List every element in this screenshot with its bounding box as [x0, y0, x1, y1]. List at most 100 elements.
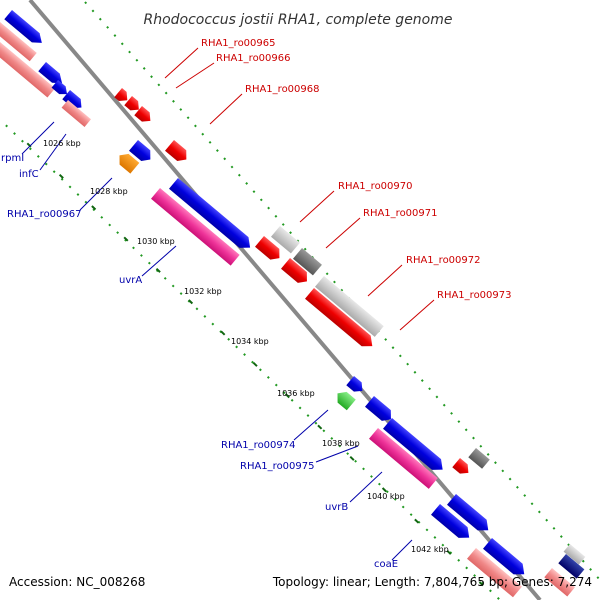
gene-lightgray-970 — [271, 226, 300, 254]
red-gene-ro00973[interactable] — [305, 288, 377, 351]
label-ro00975[interactable]: RHA1_ro00975 — [240, 461, 315, 472]
label-ro00971[interactable]: RHA1_ro00971 — [363, 208, 438, 219]
gene-salmon-bottom — [467, 548, 522, 598]
gene-uvrB-blue — [383, 418, 447, 475]
map-title: Rhodococcus jostii RHA1, complete genome — [143, 12, 452, 28]
label-coaE[interactable]: coaE — [374, 559, 398, 570]
gene-blue-975b — [365, 396, 395, 425]
gene-red-973 — [305, 288, 377, 351]
tick-label-1030: 1030 kbp — [137, 237, 175, 246]
tick-label-1036: 1036 kbp — [277, 389, 315, 398]
lightgray-gene-ro00970[interactable] — [271, 226, 300, 254]
gene-blue-974 — [346, 376, 366, 395]
navy-gene-br[interactable] — [558, 554, 585, 579]
label-ro00974[interactable]: RHA1_ro00974 — [221, 440, 296, 451]
blue-gene-mid-1[interactable] — [129, 140, 155, 165]
red-gene-right[interactable] — [452, 458, 472, 477]
label-ro00966[interactable]: RHA1_ro00966 — [216, 53, 291, 64]
label-ro00965[interactable]: RHA1_ro00965 — [201, 38, 276, 49]
tick-label-1042: 1042 kbp — [411, 545, 449, 554]
lightgray-gene-ro00972[interactable] — [315, 276, 384, 337]
blue-gene-ro00974[interactable] — [346, 376, 366, 395]
salmon-gene-br[interactable] — [544, 568, 575, 597]
leader-lines-blue — [21, 121, 413, 561]
tick-label-1038: 1038 kbp — [322, 439, 360, 448]
gene-blue-mid-1 — [129, 140, 155, 165]
tick-label-1034: 1034 kbp — [231, 337, 269, 346]
gene-ro00968 — [165, 140, 191, 165]
red-gene-ro00965[interactable] — [114, 88, 131, 105]
gene-gray-right — [468, 448, 490, 469]
gene-rpmI-block — [0, 22, 37, 62]
label-ro00968[interactable]: RHA1_ro00968 — [245, 84, 320, 95]
gene-ro00965 — [114, 88, 131, 105]
green-gene-ro00975[interactable] — [333, 388, 356, 411]
label-ro00973[interactable]: RHA1_ro00973 — [437, 290, 512, 301]
salmon-gene-3[interactable] — [61, 100, 91, 127]
label-ro00970[interactable]: RHA1_ro00970 — [338, 181, 413, 192]
tick-label-1028: 1028 kbp — [90, 187, 128, 196]
salmon-gene-2[interactable] — [0, 42, 56, 98]
blue-gene-top-4[interactable] — [62, 90, 85, 112]
pink-gene-uvrA[interactable] — [151, 188, 240, 266]
tick-label-1040: 1040 kbp — [367, 492, 405, 501]
guide-line-left — [0, 118, 501, 600]
gene-lightgray-972 — [315, 276, 384, 337]
blue-gene-top-3[interactable] — [51, 80, 71, 98]
blue-gene-coaE-1[interactable] — [447, 494, 493, 536]
red-gene-ro00970[interactable] — [255, 236, 284, 263]
label-uvrB[interactable]: uvrB — [325, 502, 348, 513]
label-ro00967[interactable]: RHA1_ro00967 — [7, 209, 82, 220]
label-rpmI[interactable]: rpmI — [1, 153, 24, 164]
blue-gene-ro00975b[interactable] — [365, 396, 395, 425]
gene-labels-red: RHA1_ro00965 RHA1_ro00966 RHA1_ro00968 R… — [201, 38, 512, 301]
gene-blue-coaE-1 — [447, 494, 493, 536]
red-gene-ro00966b[interactable] — [134, 106, 154, 125]
blue-gene-top-1[interactable] — [4, 10, 45, 47]
gene-salmon-br — [544, 568, 575, 597]
pink-gene-uvrB[interactable] — [369, 428, 438, 489]
gene-blue-top-3 — [51, 80, 71, 98]
gene-blue-top-1 — [4, 10, 45, 47]
gene-labels-blue: rpmI infC RHA1_ro00967 uvrA RHA1_ro00974… — [1, 153, 398, 570]
red-gene-ro00966[interactable] — [124, 96, 142, 114]
topology-text: Topology: linear; Length: 7,804,765 bp; … — [272, 575, 592, 589]
salmon-gene-bottom[interactable] — [467, 548, 522, 598]
lightgray-gene-br[interactable] — [563, 544, 586, 565]
gene-red-971 — [281, 258, 311, 287]
label-infC[interactable]: infC — [19, 169, 39, 180]
tick-label-1032: 1032 kbp — [184, 287, 222, 296]
gene-blue-bottom — [483, 538, 529, 580]
kbp-tick-labels: 1026 kbp 1028 kbp 1030 kbp 1032 kbp 1034… — [43, 139, 449, 554]
gray-gene-right[interactable] — [468, 448, 490, 469]
salmon-gene-1[interactable] — [0, 22, 37, 62]
accession-text: Accession: NC_008268 — [9, 575, 145, 589]
label-ro00972[interactable]: RHA1_ro00972 — [406, 255, 481, 266]
gene-uvrB-pink — [369, 428, 438, 489]
orange-gene-ro00967[interactable] — [115, 150, 140, 174]
gene-blue-top-2 — [38, 62, 66, 88]
blue-gene-bottom[interactable] — [483, 538, 529, 580]
gene-salmon-2 — [0, 42, 56, 98]
blue-gene-uvrA[interactable] — [169, 178, 255, 253]
red-gene-ro00968[interactable] — [165, 140, 191, 165]
gene-uvrA-pink — [151, 188, 240, 266]
leader-lines-red — [164, 47, 435, 331]
blue-gene-uvrB[interactable] — [383, 418, 447, 475]
red-gene-ro00971[interactable] — [281, 258, 311, 287]
gene-red-right — [452, 458, 472, 477]
guide-line-outer-right — [84, 1, 600, 581]
gene-ro00966 — [124, 96, 142, 114]
gene-red-970 — [255, 236, 284, 263]
gene-gray-971 — [293, 247, 322, 276]
blue-gene-coaE-2[interactable] — [431, 504, 474, 543]
blue-gene-top-2[interactable] — [38, 62, 66, 88]
gene-blue-top-4 — [62, 90, 85, 112]
tick-label-1026: 1026 kbp — [43, 139, 81, 148]
label-uvrA[interactable]: uvrA — [119, 275, 142, 286]
gray-gene-ro00971[interactable] — [293, 247, 322, 276]
gene-green-975 — [333, 388, 356, 411]
